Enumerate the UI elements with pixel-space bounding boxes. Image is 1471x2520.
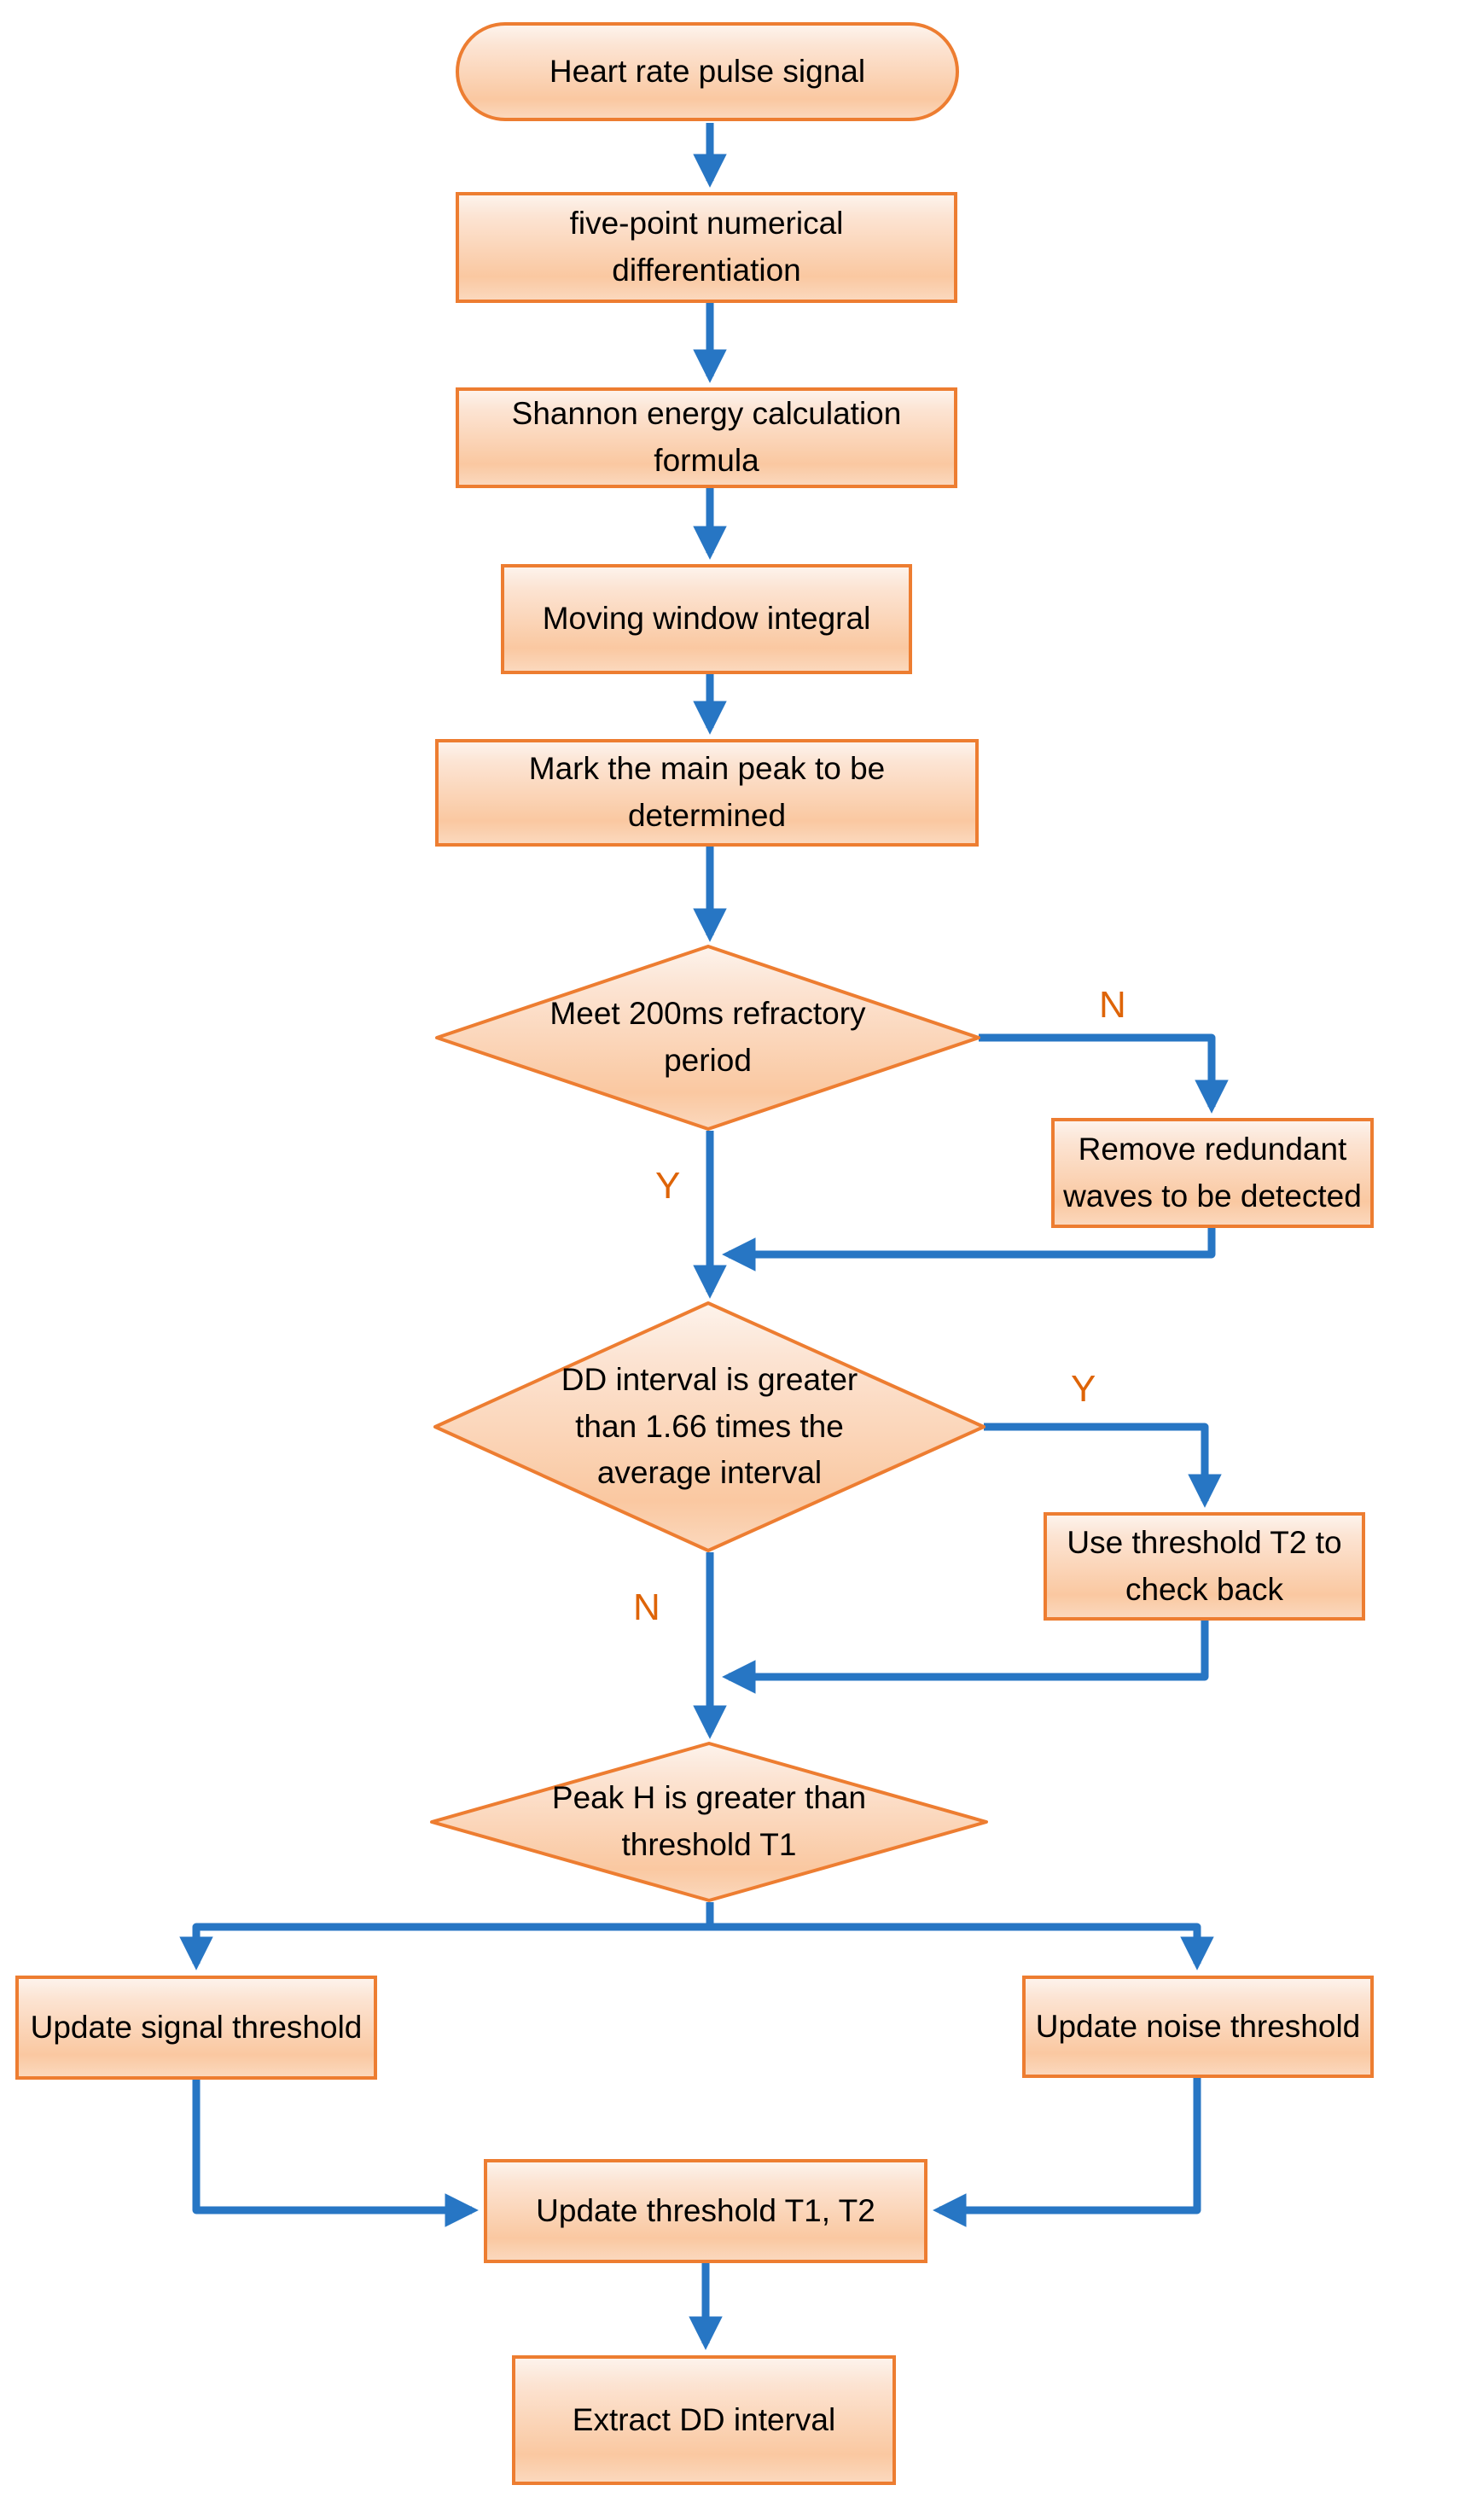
decision-refractory-shape [435,945,980,1131]
node-remove-redundant: Remove redundant waves to be detected [1051,1118,1374,1228]
node-update-signal-threshold-label: Update signal threshold [30,2009,363,2045]
decision-refractory-text: Meet 200ms refractory period [549,996,866,1078]
branch-label-interval-yes: Y [1071,1368,1096,1410]
edge-refractory-no [979,1033,1229,1114]
node-update-noise-threshold-label: Update noise threshold [1035,2008,1361,2044]
node-use-threshold-t2-label: Use threshold T2 to check back [1067,1524,1342,1607]
edge-peak-left [179,1923,710,1970]
edge-noise-t1t2 [933,2078,1201,2227]
node-update-signal-threshold: Update signal threshold [15,1976,377,2080]
decision-peak-label: Peak H is greater than threshold T1 [432,1743,986,1900]
node-extract-dd-interval: Extract DD interval [512,2355,896,2485]
node-use-threshold-t2: Use threshold T2 to check back [1044,1512,1365,1621]
node-mark-main-peak: Mark the main peak to be determined [435,739,979,847]
decision-peak-text: Peak H is greater than threshold T1 [551,1780,867,1862]
node-remove-redundant-label: Remove redundant waves to be detected [1063,1131,1362,1213]
branch-label-interval-no: N [633,1586,660,1628]
branch-label-refractory-yes: Y [655,1165,681,1207]
node-extract-dd-interval-label: Extract DD interval [572,2401,836,2437]
node-start: Heart rate pulse signal [456,22,959,121]
decision-interval-text: DD interval is greater than 1.66 times t… [561,1361,858,1491]
node-five-point-differentiation: five-point numerical differentiation [456,192,957,303]
edge-signal-t1t2 [192,2080,479,2227]
decision-refractory-label: Meet 200ms refractory period [437,946,979,1129]
edge-checkback-return [722,1621,1209,1694]
edge-interval-yes [984,1423,1222,1508]
node-five-point-differentiation-label: five-point numerical differentiation [569,206,844,288]
node-update-noise-threshold: Update noise threshold [1022,1976,1374,2078]
branch-label-refractory-no: N [1099,984,1126,1026]
node-start-label: Heart rate pulse signal [549,53,866,89]
node-update-threshold-t1t2-label: Update threshold T1, T2 [536,2192,875,2228]
node-shannon-energy-label: Shannon energy calculation formula [511,396,902,478]
decision-peak-shape [430,1742,988,1902]
edge-peak-right [710,1923,1214,1970]
node-update-threshold-t1t2: Update threshold T1, T2 [484,2159,927,2263]
node-moving-window-integral-label: Moving window integral [542,601,871,637]
decision-interval-label: DD interval is greater than 1.66 times t… [435,1303,984,1551]
node-moving-window-integral: Moving window integral [501,564,912,674]
node-shannon-energy: Shannon energy calculation formula [456,387,957,488]
edge-remove-return [722,1228,1216,1272]
decision-interval-shape [433,1301,986,1552]
node-mark-main-peak-label: Mark the main peak to be determined [528,751,886,833]
